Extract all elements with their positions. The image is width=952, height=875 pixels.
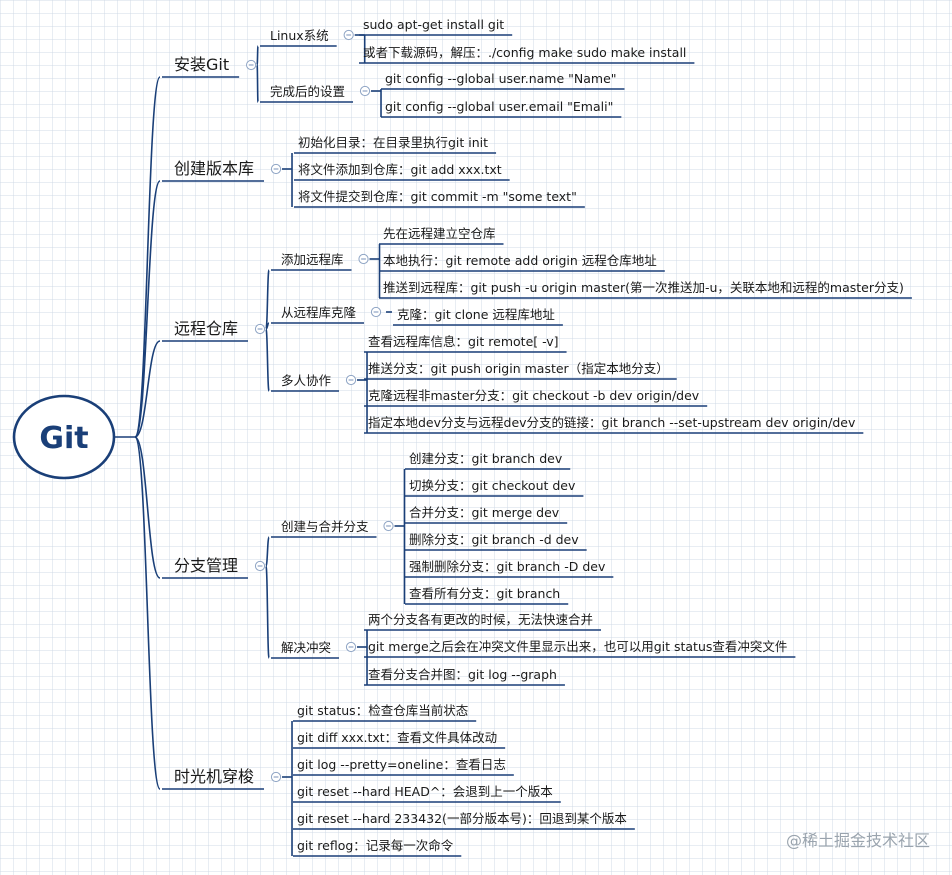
sub-node-label[interactable]: 从远程库克隆 [281, 305, 357, 320]
leaf-node-label[interactable]: git config --global user.email "Emali" [385, 99, 613, 114]
sub-node-label[interactable]: 完成后的设置 [270, 84, 345, 99]
leaf-node-label[interactable]: 克隆：git clone 远程库地址 [397, 307, 555, 322]
leaf-node-label[interactable]: 将文件添加到仓库：git add xxx.txt [298, 162, 502, 177]
sub-node-label[interactable]: Linux系统 [270, 28, 329, 43]
sub-node-label[interactable]: 解决冲突 [281, 640, 331, 655]
leaf-node-label[interactable]: 推送到远程库：git push -u origin master(第一次推送加-… [383, 280, 904, 295]
connector [265, 269, 270, 330]
branch-node-label[interactable]: 安装Git [174, 55, 229, 74]
root-node[interactable]: Git [12, 394, 116, 480]
connector-lines [114, 34, 912, 857]
branch-node-label[interactable]: 创建版本库 [174, 159, 254, 178]
leaf-node-label[interactable]: 创建分支：git branch dev [409, 451, 563, 466]
connector [265, 328, 270, 392]
branch-node-label[interactable]: 远程仓库 [174, 319, 238, 338]
leaf-node-label[interactable]: 强制删除分支：git branch -D dev [409, 559, 606, 574]
leaf-node-label[interactable]: git diff xxx.txt：查看文件具体改动 [297, 730, 497, 745]
leaf-node-label[interactable]: 指定本地dev分支与远程dev分支的链接：git branch --set-up… [368, 415, 856, 430]
leaf-node-label[interactable]: 或者下载源码，解压：./config make sudo make instal… [363, 45, 686, 60]
connector [256, 64, 259, 103]
root-node-ellipse [12, 394, 116, 480]
leaf-node-label[interactable]: 切换分支：git checkout dev [409, 478, 576, 493]
sub-node-label[interactable]: 多人协作 [281, 373, 332, 388]
nodes: 安装Git Linux系统 sudo apt-get install git 或者下载… [174, 17, 904, 853]
leaf-node-label[interactable]: git reset --hard 233432(一部分版本号)：回退到某个版本 [297, 811, 627, 826]
leaf-node-label[interactable]: 克隆远程非master分支：git checkout -b dev origin… [368, 388, 700, 403]
leaf-node-label[interactable]: 初始化目录：在目录里执行git init [298, 135, 488, 150]
leaf-node-label[interactable]: 两个分支各有更改的时候，无法快速合并 [368, 612, 593, 627]
leaf-node-label[interactable]: sudo apt-get install git [363, 17, 504, 32]
leaf-node-label[interactable]: 先在远程建立空仓库 [383, 226, 496, 241]
leaf-node-label[interactable]: 将文件提交到仓库：git commit -m "some text" [298, 189, 577, 204]
connector [256, 45, 259, 66]
leaf-node-label[interactable]: 查看远程库信息：git remote[ -v] [368, 334, 559, 349]
leaf-node-label[interactable]: 合并分支：git merge dev [409, 505, 560, 520]
sub-node-label[interactable]: 创建与合并分支 [281, 519, 369, 534]
connector [134, 436, 161, 790]
leaf-node-label[interactable]: git merge之后会在冲突文件里显示出来，也可以用git status查看冲… [368, 639, 787, 654]
leaf-node-label[interactable]: 本地执行：git remote add origin 远程仓库地址 [383, 253, 657, 268]
watermark: @稀土掘金技术社区 [786, 831, 930, 850]
connector [134, 76, 161, 438]
leaf-node-label[interactable]: 查看分支合并图：git log --graph [368, 667, 557, 682]
leaf-node-label[interactable]: git reflog：记录每一次命令 [297, 838, 454, 853]
leaf-node-label[interactable]: git reset --hard HEAD^：会退到上一个版本 [297, 784, 553, 799]
connector [134, 180, 161, 438]
sub-node-label[interactable]: 添加远程库 [281, 252, 344, 267]
leaf-node-label[interactable]: 查看所有分支：git branch [409, 586, 560, 601]
leaf-node-label[interactable]: git log --pretty=oneline：查看日志 [297, 757, 506, 772]
root-label: Git [39, 421, 88, 456]
leaf-node-label[interactable]: 推送分支：git push origin master（指定本地分支） [368, 361, 669, 376]
branch-node-label[interactable]: 分支管理 [174, 556, 238, 575]
connector [134, 436, 161, 579]
leaf-node-label[interactable]: git status：检查仓库当前状态 [297, 703, 468, 718]
branch-node-label[interactable]: 时光机穿梭 [174, 767, 254, 786]
leaf-node-label[interactable]: git config --global user.name "Name" [385, 71, 617, 86]
connector [134, 340, 161, 438]
connector [265, 565, 270, 659]
connector [265, 536, 270, 567]
leaf-node-label[interactable]: 删除分支：git branch -d dev [409, 532, 579, 547]
